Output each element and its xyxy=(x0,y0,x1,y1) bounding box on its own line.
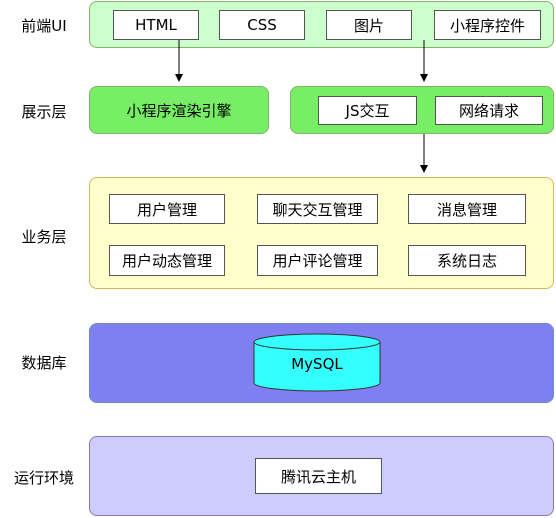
user-comments-box: 用户评论管理 xyxy=(257,245,378,276)
render-engine-box: 小程序渲染引擎 xyxy=(89,86,269,134)
user-dynamics-box: 用户动态管理 xyxy=(109,245,225,276)
tencent-cloud-host-box: 腾讯云主机 xyxy=(255,458,382,494)
system-log-box: 系统日志 xyxy=(408,245,526,276)
label-database: 数据库 xyxy=(21,354,67,372)
label-display: 展示层 xyxy=(21,103,67,121)
frontend-item-html: HTML xyxy=(113,10,199,40)
message-management-box: 消息管理 xyxy=(408,194,526,224)
frontend-item-controls: 小程序控件 xyxy=(434,10,541,40)
business-layer: 用户管理 聊天交互管理 消息管理 用户动态管理 用户评论管理 系统日志 xyxy=(89,177,554,289)
frontend-item-images: 图片 xyxy=(326,10,412,40)
frontend-item-css: CSS xyxy=(219,10,305,40)
user-management-box: 用户管理 xyxy=(109,194,225,224)
chat-management-box: 聊天交互管理 xyxy=(257,194,378,224)
label-runtime: 运行环境 xyxy=(13,469,74,487)
mysql-cylinder xyxy=(253,333,381,392)
display-interaction-layer: JS交互 网络请求 xyxy=(290,86,554,134)
js-interaction-box: JS交互 xyxy=(318,96,417,125)
frontend-layer: HTML CSS 图片 小程序控件 xyxy=(89,1,554,48)
mysql-label: MySQL xyxy=(291,355,343,373)
label-frontend: 前端UI xyxy=(21,17,67,35)
runtime-layer: 腾讯云主机 xyxy=(89,436,554,516)
label-business: 业务层 xyxy=(21,228,67,246)
network-request-box: 网络请求 xyxy=(435,96,543,125)
